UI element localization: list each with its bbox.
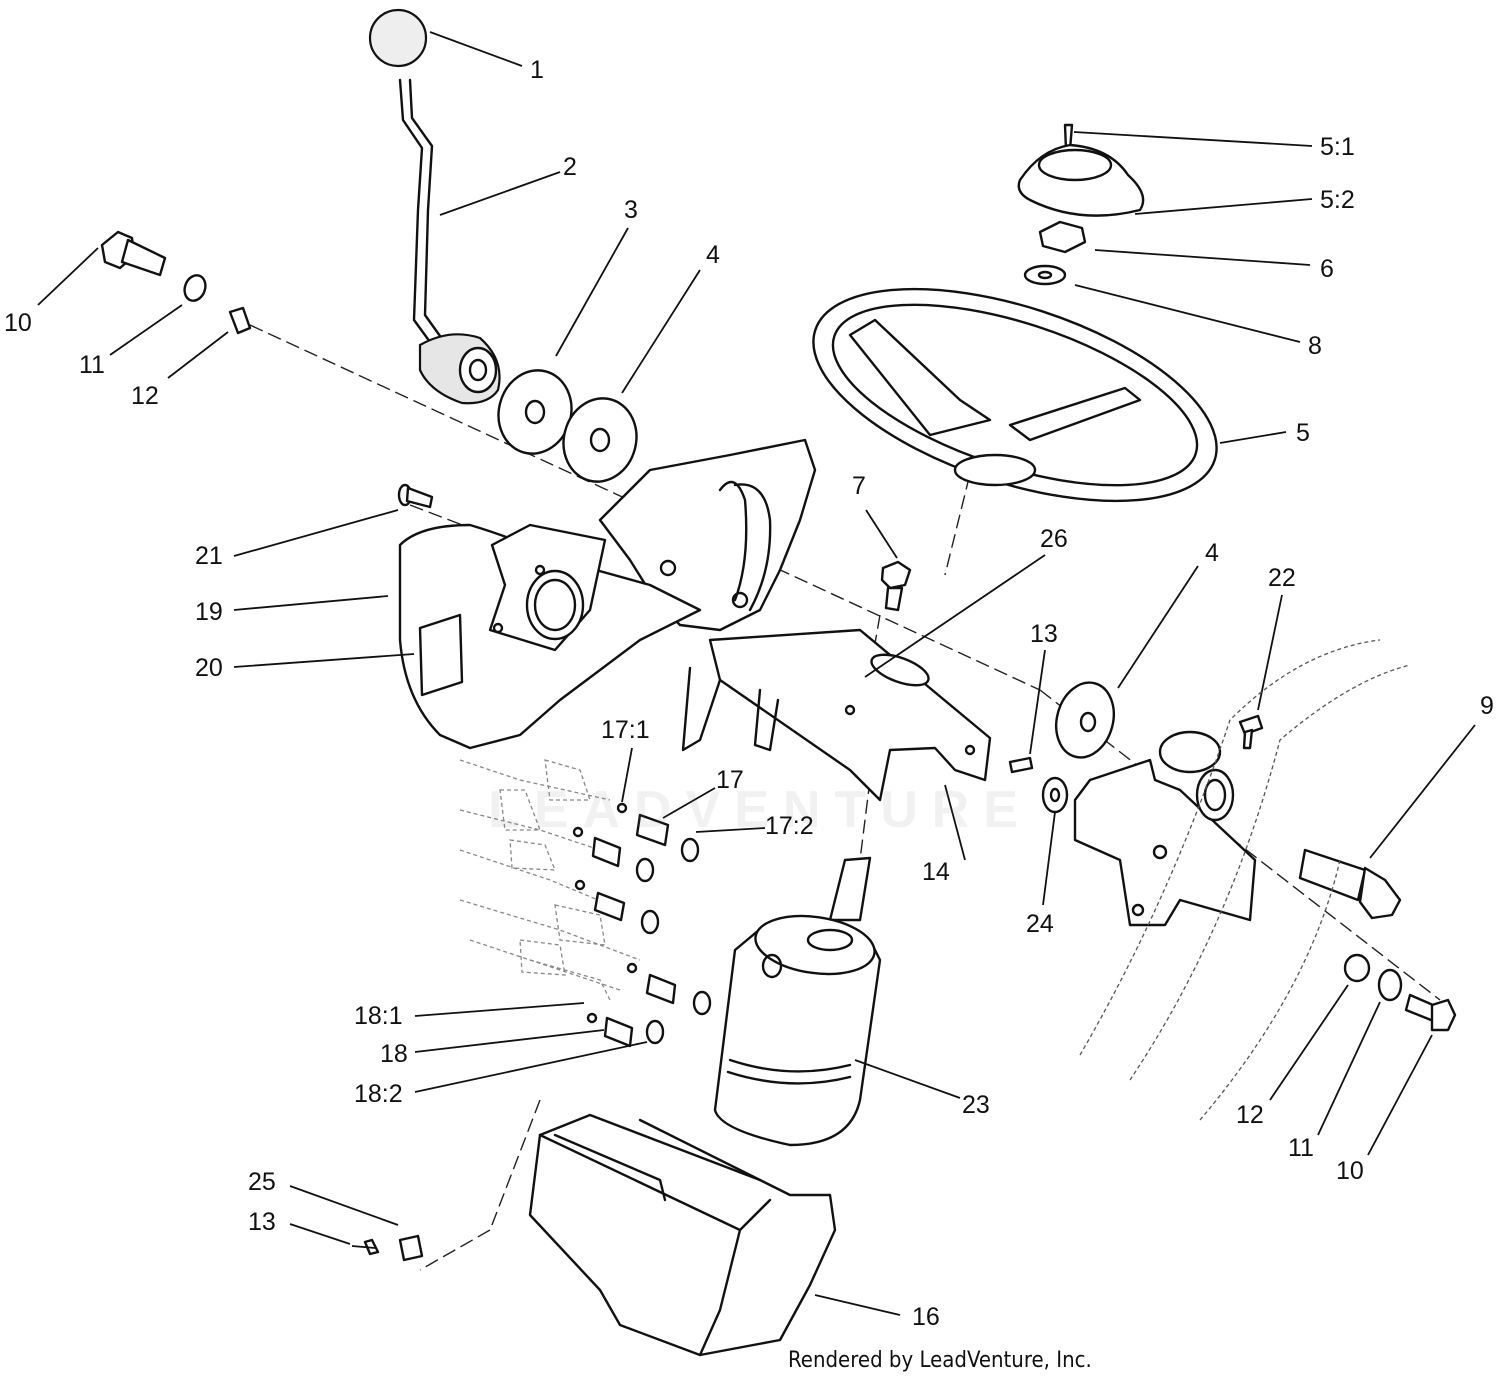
- shift-knob: [368, 8, 523, 68]
- callout-2: 2: [563, 153, 577, 181]
- callout-3: 3: [624, 196, 638, 224]
- callout-18-1: 18:1: [354, 1002, 403, 1030]
- cover-16: [528, 1113, 901, 1357]
- callout-1: 1: [530, 56, 544, 84]
- washer-4-lower: [1055, 565, 1199, 759]
- washer-4-upper: [562, 269, 701, 483]
- callout-17-1: 17:1: [601, 716, 650, 744]
- clip-25: [289, 1185, 424, 1262]
- callout-26: 26: [1040, 525, 1068, 553]
- screw-21: [233, 483, 434, 557]
- decal-20: [233, 613, 464, 697]
- callout-14: 14: [922, 858, 950, 886]
- callout-4-upper: 4: [706, 241, 720, 269]
- spacer-12-upper: [167, 306, 252, 379]
- steering-wheel: [812, 287, 1287, 503]
- callout-7: 7: [852, 472, 866, 500]
- fittings: [414, 747, 766, 1093]
- callout-4-lower: 4: [1205, 539, 1219, 567]
- tire-outline: [1079, 639, 1411, 1121]
- callout-21: 21: [195, 542, 223, 570]
- callout-11-upper: 11: [79, 351, 105, 379]
- callout-19: 19: [195, 598, 223, 626]
- callout-10-lower: 10: [1336, 1157, 1364, 1185]
- callout-16: 16: [912, 1303, 940, 1331]
- shift-lever: [398, 78, 561, 405]
- callout-12-lower: 12: [1236, 1101, 1264, 1129]
- spacer-12-lower: [1269, 953, 1371, 1101]
- watermark: LEADVENTURE: [488, 781, 1033, 839]
- callout-24: 24: [1026, 910, 1054, 938]
- callout-5-2: 5:2: [1320, 186, 1355, 214]
- callout-22: 22: [1268, 564, 1296, 592]
- callout-13-upper: 13: [1030, 620, 1058, 648]
- mount-plate: [488, 523, 607, 652]
- callout-25: 25: [248, 1168, 276, 1196]
- washer-24: [1041, 776, 1069, 906]
- callout-20: 20: [195, 654, 223, 682]
- washer-11-lower: [1317, 968, 1403, 1136]
- frame-bracket-14: [681, 554, 1046, 861]
- callout-13-lower: 13: [248, 1208, 276, 1236]
- washer-11-upper: [109, 274, 207, 356]
- nut-6: [1038, 220, 1311, 266]
- screw-13-upper: [1008, 649, 1046, 774]
- callout-6: 6: [1320, 255, 1334, 283]
- bolt-10-lower: [1367, 993, 1457, 1156]
- callout-5: 5: [1296, 419, 1310, 447]
- steering-valve-23: [713, 856, 961, 1147]
- screw-22: [1238, 594, 1283, 750]
- bolt-7: [865, 509, 912, 612]
- callout-23: 23: [962, 1091, 990, 1119]
- callout-17: 17: [716, 766, 744, 794]
- cap-5-2: [1017, 143, 1313, 217]
- screw-13-lower: [289, 1223, 380, 1256]
- hydraulic-hoses: [459, 759, 641, 1001]
- render-credit: Rendered by LeadVenture, Inc.: [788, 1348, 1092, 1373]
- callout-5-1: 5:1: [1320, 133, 1355, 161]
- callout-18-2: 18:2: [354, 1080, 403, 1108]
- bolt-9: [1298, 724, 1476, 920]
- callout-10-upper: 10: [4, 309, 32, 337]
- bolt-10-upper: [37, 230, 167, 306]
- callout-12-upper: 12: [131, 382, 159, 410]
- washer-8: [1023, 264, 1301, 343]
- callout-8: 8: [1308, 332, 1322, 360]
- callout-9: 9: [1480, 692, 1494, 720]
- screw-5-1: [1063, 123, 1313, 152]
- pivot-bracket: [1073, 730, 1257, 927]
- callout-17-2: 17:2: [765, 812, 814, 840]
- callout-11-lower: 11: [1288, 1134, 1314, 1162]
- callout-18: 18: [380, 1040, 408, 1068]
